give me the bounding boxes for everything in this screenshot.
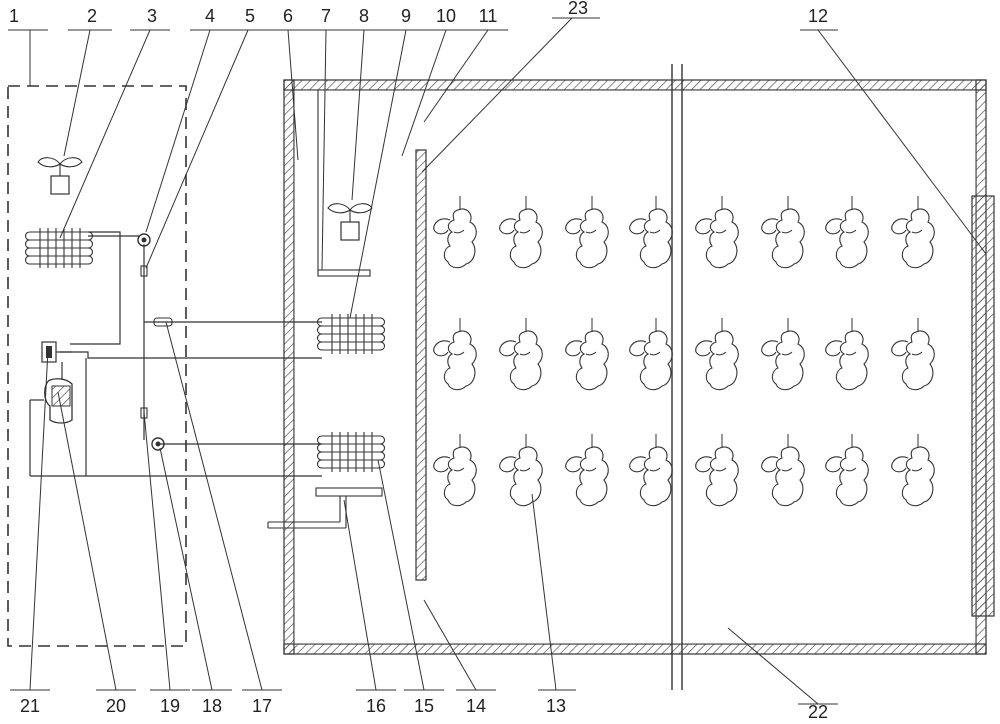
label-9: 9 (401, 6, 411, 26)
outdoor-unit-enclosure (7, 85, 187, 647)
callout-labels: 1 2 3 4 5 6 7 8 9 10 11 12 23 21 20 19 1… (9, 0, 828, 722)
label-21: 21 (20, 696, 40, 716)
chamber-door (971, 195, 995, 617)
label-8: 8 (359, 6, 369, 26)
valve-17 (153, 317, 173, 327)
outdoor-condenser-coil (24, 227, 94, 269)
label-14: 14 (466, 696, 486, 716)
label-12: 12 (808, 6, 828, 26)
filter-19 (140, 407, 148, 419)
four-way-valve-21 (41, 341, 72, 363)
expansion-valve-4 (137, 233, 151, 247)
label-3: 3 (147, 6, 157, 26)
label-13: 13 (546, 696, 566, 716)
leader-lines (8, 17, 987, 705)
label-22: 22 (808, 702, 828, 722)
filter-5 (140, 265, 148, 277)
label-1: 1 (9, 6, 19, 26)
center-partition (671, 64, 683, 690)
label-7: 7 (321, 6, 331, 26)
compressor-20 (30, 362, 73, 424)
indoor-fan (317, 90, 373, 277)
label-23: 23 (568, 0, 588, 18)
label-6: 6 (283, 6, 293, 26)
drying-chamber-walls (283, 79, 987, 655)
label-20: 20 (106, 696, 126, 716)
label-4: 4 (205, 6, 215, 26)
label-16: 16 (366, 696, 386, 716)
label-19: 19 (160, 696, 180, 716)
label-5: 5 (245, 6, 255, 26)
label-17: 17 (252, 696, 272, 716)
deflector-plate (415, 149, 427, 581)
outdoor-fan (37, 157, 83, 195)
label-10: 10 (436, 6, 456, 26)
expansion-valve-18 (151, 437, 165, 451)
refrigerant-piping (29, 231, 322, 477)
label-15: 15 (414, 696, 434, 716)
label-18: 18 (202, 696, 222, 716)
label-11: 11 (479, 6, 498, 26)
label-2: 2 (87, 6, 97, 26)
